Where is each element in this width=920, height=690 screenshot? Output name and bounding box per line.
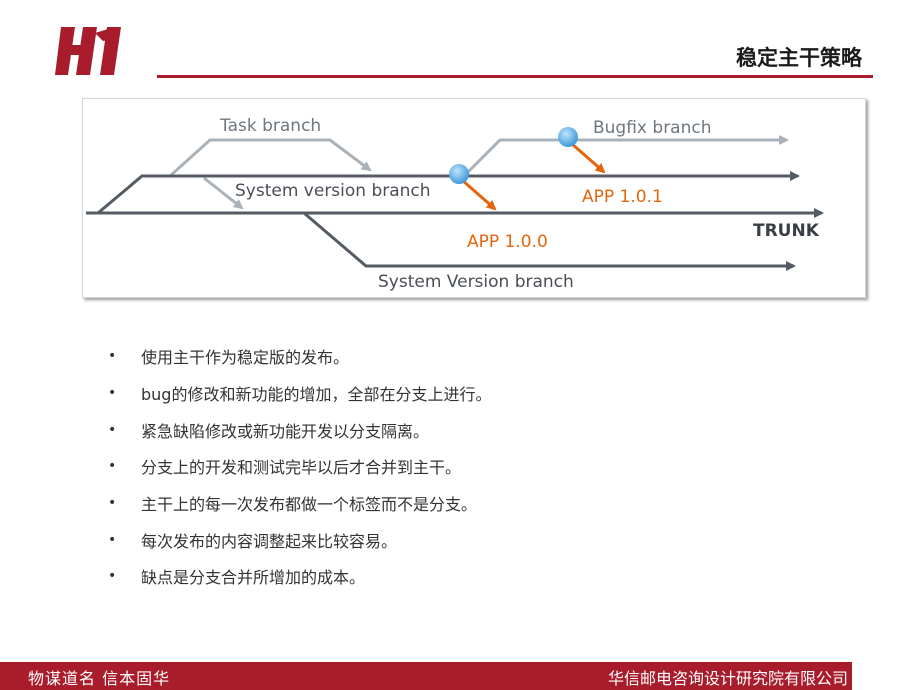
- bullet-list: •使用主干作为稳定版的发布。 •bug的修改和新功能的增加，全部在分支上进行。 …: [108, 338, 491, 595]
- label-task-branch: Task branch: [219, 116, 321, 136]
- bullet-text: 分支上的开发和测试完毕以后才合并到主干。: [141, 458, 462, 478]
- bullet-item: • 分支上的开发和测试完毕以后才合并到主干。: [108, 448, 491, 485]
- system-version-branch-lower-line: [303, 211, 796, 271]
- bullet-text: 使用主干作为稳定版的发布。: [141, 348, 350, 368]
- tag-arrow-app-100: [461, 178, 497, 211]
- bullet-marker: •: [108, 421, 117, 438]
- bullet-marker: •: [108, 348, 117, 365]
- bullet-text: 缺点是分支合并所增加的成本。: [141, 568, 366, 588]
- label-app-101: APP 1.0.1: [582, 187, 663, 207]
- bullet-text: 每次发布的内容调整起来比较容易。: [141, 531, 398, 551]
- bullet-marker: •: [108, 458, 117, 475]
- bullet-marker: •: [108, 495, 117, 512]
- footer-company: 华信邮电咨询设计研究院有限公司: [607, 669, 848, 688]
- task-branch-down-arrow: [203, 176, 244, 210]
- company-logo: [55, 27, 121, 75]
- release-node-trunk: [449, 164, 469, 184]
- bullet-item: • 每次发布的内容调整起来比较容易。: [108, 521, 491, 558]
- tag-arrow-app-101: [571, 142, 606, 174]
- bullet-text: bug的修改和新功能的增加，全部在分支上进行。: [141, 385, 492, 405]
- bullet-item: • 紧急缺陷修改或新功能开发以分支隔离。: [108, 411, 491, 448]
- label-system-version-branch-lower: System Version branch: [378, 272, 574, 292]
- branch-strategy-diagram: Task branch System version branch Bugfix…: [86, 116, 824, 292]
- bullet-marker: •: [108, 385, 117, 402]
- bullet-marker: •: [108, 568, 117, 585]
- title-divider: [157, 75, 873, 78]
- release-node-bugfix: [558, 127, 578, 147]
- label-app-100: APP 1.0.0: [467, 232, 548, 252]
- task-branch-line: [168, 138, 372, 178]
- page-title: 稳定主干策略: [736, 46, 862, 70]
- label-bugfix-branch: Bugfix branch: [593, 118, 712, 138]
- label-system-version-branch-upper: System version branch: [235, 181, 431, 201]
- footer-slogan: 物谋道名 信本固华: [28, 669, 171, 688]
- footer-bar: 物谋道名 信本固华 华信邮电咨询设计研究院有限公司: [0, 662, 852, 690]
- bullet-item: • 主干上的每一次发布都做一个标签而不是分支。: [108, 485, 491, 522]
- label-trunk: TRUNK: [753, 221, 820, 241]
- bullet-item: • bug的修改和新功能的增加，全部在分支上进行。: [108, 375, 491, 412]
- bullet-item: • 使用主干作为稳定版的发布。: [108, 338, 491, 375]
- bullet-text: 主干上的每一次发布都做一个标签而不是分支。: [141, 495, 478, 515]
- bullet-item: • 缺点是分支合并所增加的成本。: [108, 558, 491, 595]
- bullet-marker: •: [108, 531, 117, 548]
- bullet-text: 紧急缺陷修改或新功能开发以分支隔离。: [141, 421, 430, 441]
- system-version-branch-upper-line: [97, 171, 800, 215]
- bugfix-branch-line: [464, 135, 789, 176]
